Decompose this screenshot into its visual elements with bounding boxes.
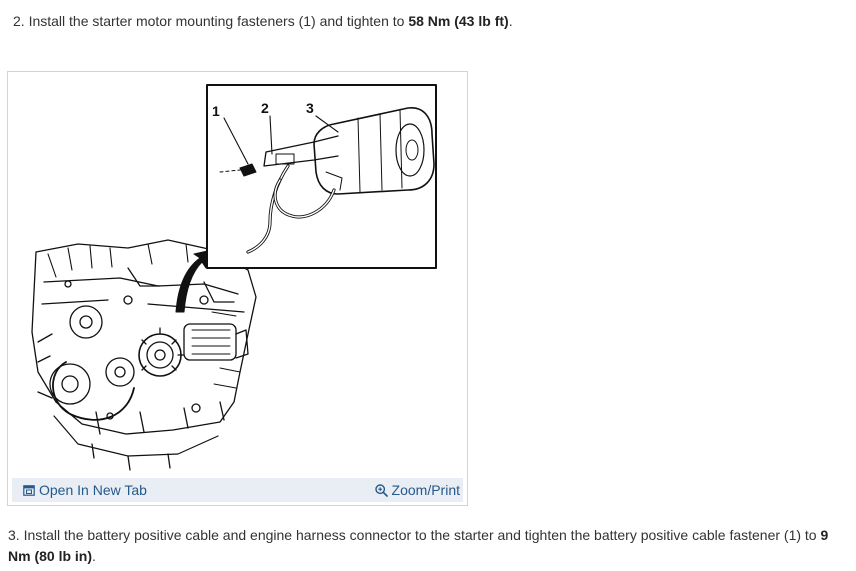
callout-3: 3 xyxy=(306,100,314,116)
step-3-torque: 9 Nm (80 lb in) xyxy=(8,527,829,564)
open-new-tab-icon xyxy=(23,484,35,496)
open-in-new-tab-label: Open In New Tab xyxy=(39,482,147,498)
step-2-instruction: 2. Install the starter motor mounting fa… xyxy=(13,13,409,29)
step-2-torque: 58 Nm (43 lb ft) xyxy=(408,13,509,29)
step-3-period: . xyxy=(92,548,96,564)
figure-box: 1 2 3 Open In New Tab Zoom/Print xyxy=(7,71,468,506)
starter-motor-illustration: 1 2 3 xyxy=(31,84,437,471)
callout-2: 2 xyxy=(261,100,269,116)
callout-1: 1 xyxy=(212,103,220,119)
zoom-print-label: Zoom/Print xyxy=(391,482,460,498)
zoom-magnifier-icon xyxy=(374,483,388,497)
step-2-period: . xyxy=(508,13,513,29)
step-3-text: 3. Install the battery positive cable an… xyxy=(8,525,850,567)
figure-toolbar: Open In New Tab Zoom/Print xyxy=(12,478,463,502)
engine-drawing xyxy=(31,239,257,471)
inset-detail: 1 2 3 xyxy=(206,84,437,269)
step-2-text: 2. Install the starter motor mounting fa… xyxy=(13,11,843,32)
step-3-instruction: 3. Install the battery positive cable an… xyxy=(8,527,821,543)
open-in-new-tab-link[interactable]: Open In New Tab xyxy=(23,482,147,498)
zoom-print-link[interactable]: Zoom/Print xyxy=(374,482,460,498)
